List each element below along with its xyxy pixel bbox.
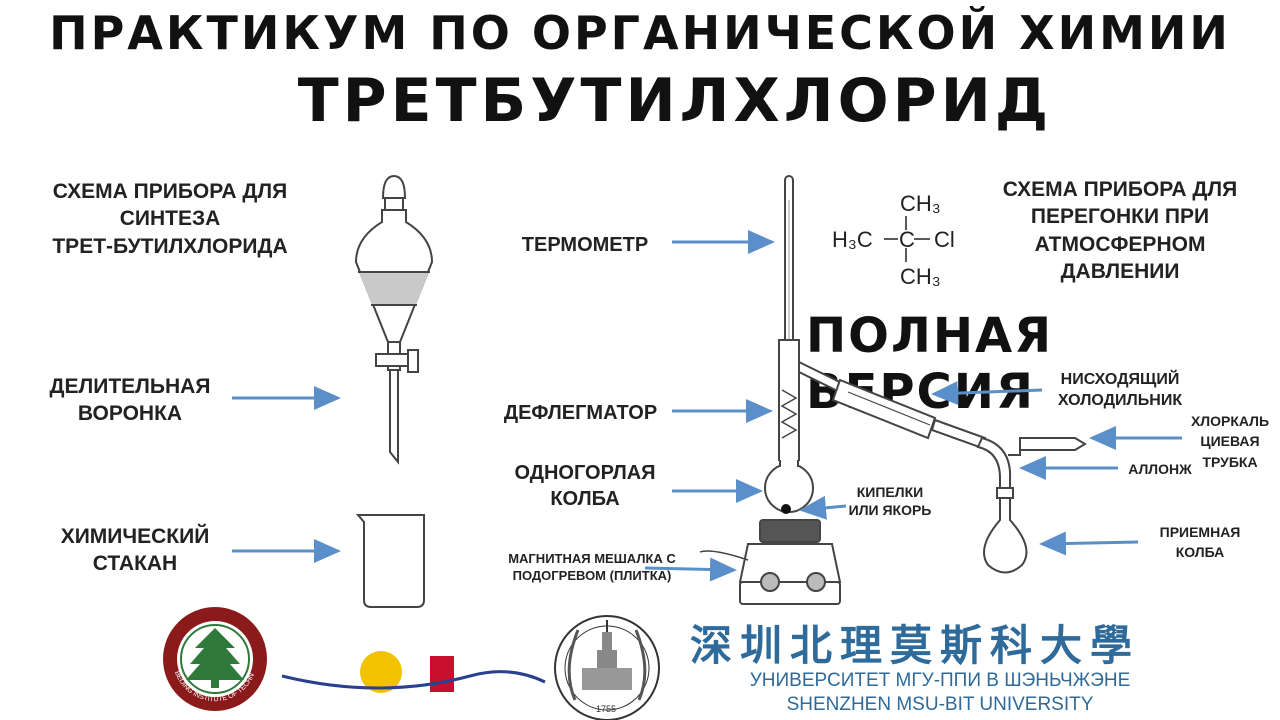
label-line: МАГНИТНАЯ МЕШАЛКА С: [508, 551, 676, 566]
caption-line: ТРЕТ-БУТИЛХЛОРИДА: [52, 234, 288, 258]
beaker: [355, 514, 425, 608]
label-line: КОЛБА: [1175, 544, 1225, 561]
stirrer-label: МАГНИТНАЯ МЕШАЛКА С ПОДОГРЕВОМ (ПЛИТКА): [492, 551, 692, 585]
caption-line: СХЕМА ПРИБОРА ДЛЯ: [52, 180, 288, 203]
partnership-logo: [281, 651, 546, 693]
boiling-chips-label: КИПЕЛКИ ИЛИ ЯКОРЬ: [835, 483, 945, 519]
label-line: ДЕЛИТЕЛЬНАЯ: [49, 375, 211, 398]
dephlegmator-label: ДЕФЛЕГМАТОР: [503, 402, 658, 424]
full-version-label: ПОЛНАЯ ВЕРСИЯ: [806, 308, 1054, 420]
label-line: ПРИЕМНАЯ: [1159, 524, 1241, 540]
label-line: ХИМИЧЕСКИЙ: [60, 525, 210, 548]
msu-year: 1755: [596, 704, 616, 714]
label-line: ХОЛОДИЛЬНИК: [1057, 391, 1183, 409]
caption-line: ПЕРЕГОНКИ ПРИ: [1030, 205, 1210, 229]
allonge-label: АЛЛОНЖ: [1128, 461, 1192, 477]
label-line: ХЛОРКАЛЬ: [1190, 413, 1270, 429]
tert-butyl-chloride-structure: [884, 216, 930, 262]
caption-line: СХЕМА ПРИБОРА ДЛЯ: [1002, 178, 1238, 201]
caption-line: СИНТЕЗА: [119, 207, 221, 231]
molecule-left: H₃C: [832, 227, 873, 252]
receiver-label: ПРИЕМНАЯ КОЛБА: [1140, 522, 1260, 563]
distillation-apparatus: [699, 175, 1087, 605]
label-line: ИЛИ ЯКОРЬ: [848, 502, 932, 519]
arrow-boiling: [799, 495, 847, 520]
right-scheme-caption: СХЕМА ПРИБОРА ДЛЯ ПЕРЕГОНКИ ПРИ АТМОСФЕР…: [975, 176, 1265, 285]
label-line: ПОДОГРЕВОМ (ПЛИТКА): [512, 567, 672, 583]
university-english-name: SHENZHEN MSU-BIT UNIVERSITY: [786, 694, 1094, 715]
label-line: ВОРОНКА: [77, 402, 183, 426]
label-line: ЦИЕВАЯ: [1200, 433, 1260, 450]
condenser-label: НИСХОДЯЩИЙ ХОЛОДИЛЬНИК: [1040, 370, 1200, 412]
molecule-bottom: CH₃: [900, 264, 941, 289]
caption-line: АТМОСФЕРНОМ: [1034, 232, 1206, 256]
label-line: ТРУБКА: [1202, 453, 1258, 470]
arrow-condenser: [931, 381, 1043, 406]
arrow-receiver: [1039, 531, 1139, 556]
university-chinese-name: 深圳北理莫斯科大學: [690, 621, 1141, 670]
funnel-label: ДЕЛИТЕЛЬНАЯ ВОРОНКА: [30, 373, 230, 428]
arrow-stirrer: [644, 557, 737, 582]
separatory-funnel: [354, 174, 434, 465]
beaker-label: ХИМИЧЕСКИЙ СТАКАН: [30, 523, 240, 578]
bit-logo: [163, 607, 267, 711]
label-line: КОЛБА: [550, 488, 620, 510]
molecule-right: Cl: [934, 227, 955, 252]
page-subtitle: ТРЕТБУТИЛХЛОРИД: [297, 66, 1053, 136]
cacl2-tube-label: ХЛОРКАЛЬ ЦИЕВАЯ ТРУБКА: [1185, 411, 1275, 472]
label-line: КИПЕЛКИ: [856, 484, 924, 500]
msu-logo: [554, 615, 660, 720]
flask-label: ОДНОГОРЛАЯ КОЛБА: [495, 460, 675, 512]
caption-line: ДАВЛЕНИИ: [1060, 259, 1180, 283]
label-line: ОДНОГОРЛАЯ: [514, 462, 656, 484]
label-line: СТАКАН: [92, 552, 178, 576]
university-russian-name: УНИВЕРСИТЕТ МГУ-ППИ В ШЭНЬЧЖЭНЕ: [749, 670, 1131, 691]
bit-logo-text: BEIJING INSTITUTE OF TECHNOLOGY: [0, 0, 256, 703]
left-scheme-caption: СХЕМА ПРИБОРА ДЛЯ СИНТЕЗА ТРЕТ-БУТИЛХЛОР…: [20, 178, 320, 260]
stir-bar: [781, 504, 791, 514]
label-line: НИСХОДЯЩИЙ: [1060, 371, 1180, 388]
thermometer-label: ТЕРМОМЕТР: [521, 234, 649, 256]
page-title: ПРАКТИКУМ ПО ОРГАНИЧЕСКОЙ ХИМИИ: [49, 6, 1231, 60]
molecule-center: C: [899, 227, 915, 252]
molecule-top: CH₃: [900, 191, 941, 216]
